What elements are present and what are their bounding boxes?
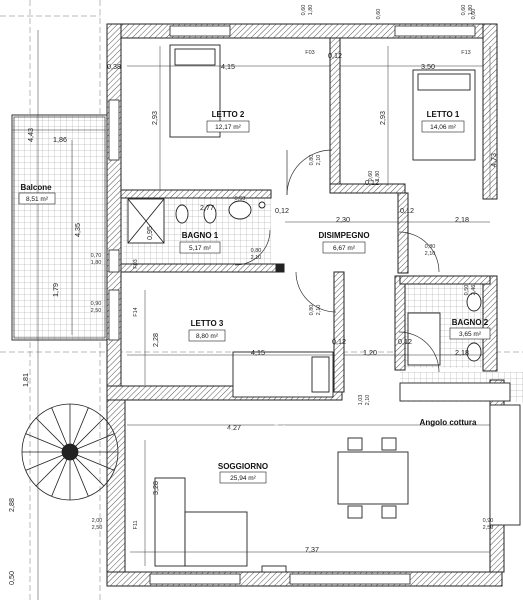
bagno1-fixtures (127, 198, 266, 244)
tag-f14: F14 (133, 307, 139, 316)
dimension-texts: 4,15 3,50 0,12 0,38 2,93 2,93 4,73 4,43 … (7, 51, 498, 585)
dim-pair-0-60-1-80-top2: 0,601,80 (461, 5, 474, 16)
spiral-staircase (21, 403, 119, 501)
dim-0-12-b: 0,12 (400, 206, 414, 215)
room-name-bagno1: BAGNO 1 (182, 231, 219, 240)
dimension-lines (12, 30, 491, 600)
dim-3-50: 3,50 (421, 62, 435, 71)
doors (234, 149, 440, 373)
room-area-letto1: 14,06 m² (430, 124, 456, 131)
room-area-letto3: 8,80 m² (196, 333, 219, 340)
room-name-disimpegno: DISIMPEGNO (318, 231, 369, 240)
room-name-letto1: LETTO 1 (427, 110, 460, 119)
dim-1-79: 1,79 (51, 283, 60, 297)
dining-table (337, 437, 409, 519)
dim-4-27: 4,27 (227, 423, 241, 432)
dim-0-38: 0,38 (107, 62, 121, 71)
dim-pair-0-60-1-80-top: 0,601,80 (301, 5, 314, 16)
room-name-soggiorno: SOGGIORNO (218, 462, 268, 471)
dim-2-77: 2,77 (200, 203, 214, 212)
room-area-disimpegno: 6,67 m² (333, 245, 356, 252)
kitchen-counter (399, 382, 521, 526)
room-area-balcone: 8,51 m² (26, 196, 49, 203)
dim-pair-0-80-2-10-c: 0,802,10 (309, 155, 322, 166)
dim-2-18-b: 2,18 (455, 348, 469, 357)
room-area-letto2: 12,17 m² (215, 124, 241, 131)
dim-1-20: 1,20 (363, 348, 377, 357)
dim-pair-0-50-2-46: 0,502,46 (464, 285, 477, 296)
room-labels: LETTO 2 12,17 m² LETTO 1 14,06 m² Balcon… (18, 110, 491, 484)
dim-0-60-b: 0,60 (471, 9, 477, 20)
dim-pair-1-03-2-10: 1,032,10 (358, 395, 371, 406)
dim-3-28: 3,28 (151, 481, 160, 495)
tag-f03-b: F03 (133, 259, 139, 268)
dim-1-86: 1,86 (53, 135, 67, 144)
dim-0-95: 0,95 (145, 226, 154, 240)
dim-2-93-b: 2,93 (378, 111, 387, 125)
dim-4-15-mid: 4,15 (251, 348, 265, 357)
dim-1-81: 1,81 (21, 373, 30, 387)
sofa (154, 477, 287, 573)
dim-2-28: 2,28 (151, 333, 160, 347)
dim-7-37: 7,37 (305, 545, 319, 554)
dim-4-73: 4,73 (489, 153, 498, 167)
room-name-letto3: LETTO 3 (191, 319, 224, 328)
dim-2-88: 2,88 (7, 498, 16, 512)
dim-pair-0-60-1-80-c: 0,601,80 (368, 171, 381, 182)
dim-0-12-a: 0,12 (328, 51, 342, 60)
balcony (11, 114, 108, 341)
watermark: casa.it (208, 418, 289, 448)
bed-letto3 (232, 351, 334, 398)
room-name-letto2: LETTO 2 (212, 110, 245, 119)
room-area-bagno1: 5,17 m² (189, 245, 212, 252)
tag-f03-a: F03 (305, 50, 314, 56)
dim-0-60-bagno: 0,60 (235, 196, 246, 202)
room-area-bagno2: 3,65 m² (459, 331, 482, 338)
window-tags: F03 F13 F03 F14 F11 (133, 50, 471, 530)
dim-0-50: 0,50 (7, 571, 16, 585)
bagno2-fixtures (407, 292, 482, 366)
dim-4-35: 4,35 (73, 223, 82, 237)
room-area-soggiorno: 25,94 m² (230, 475, 256, 482)
room-name-bagno2: BAGNO 2 (452, 318, 489, 327)
dim-pair-0-80-2-10-d: 0,802,10 (309, 305, 322, 316)
dim-2-93-a: 2,93 (150, 111, 159, 125)
room-name-angolo: Angolo cottura (420, 418, 477, 427)
dim-4-43: 4,43 (26, 128, 35, 142)
dim-2-18-a: 2,18 (455, 215, 469, 224)
dim-0-12-d: 0,12 (332, 337, 346, 346)
dim-0-12-f: 0,12 (365, 178, 379, 187)
dim-2-30: 2,30 (336, 215, 350, 224)
tag-f11: F11 (133, 520, 139, 529)
dim-0-12-e: 0,12 (398, 337, 412, 346)
room-name-balcone: Balcone (20, 183, 52, 192)
dim-0-12-c: 0,12 (275, 206, 289, 215)
dim-4-15-top: 4,15 (221, 62, 235, 71)
windows (108, 25, 476, 585)
tag-f13: F13 (461, 50, 470, 56)
bed-letto1 (412, 69, 476, 161)
dim-0-60-a: 0,60 (376, 9, 382, 20)
